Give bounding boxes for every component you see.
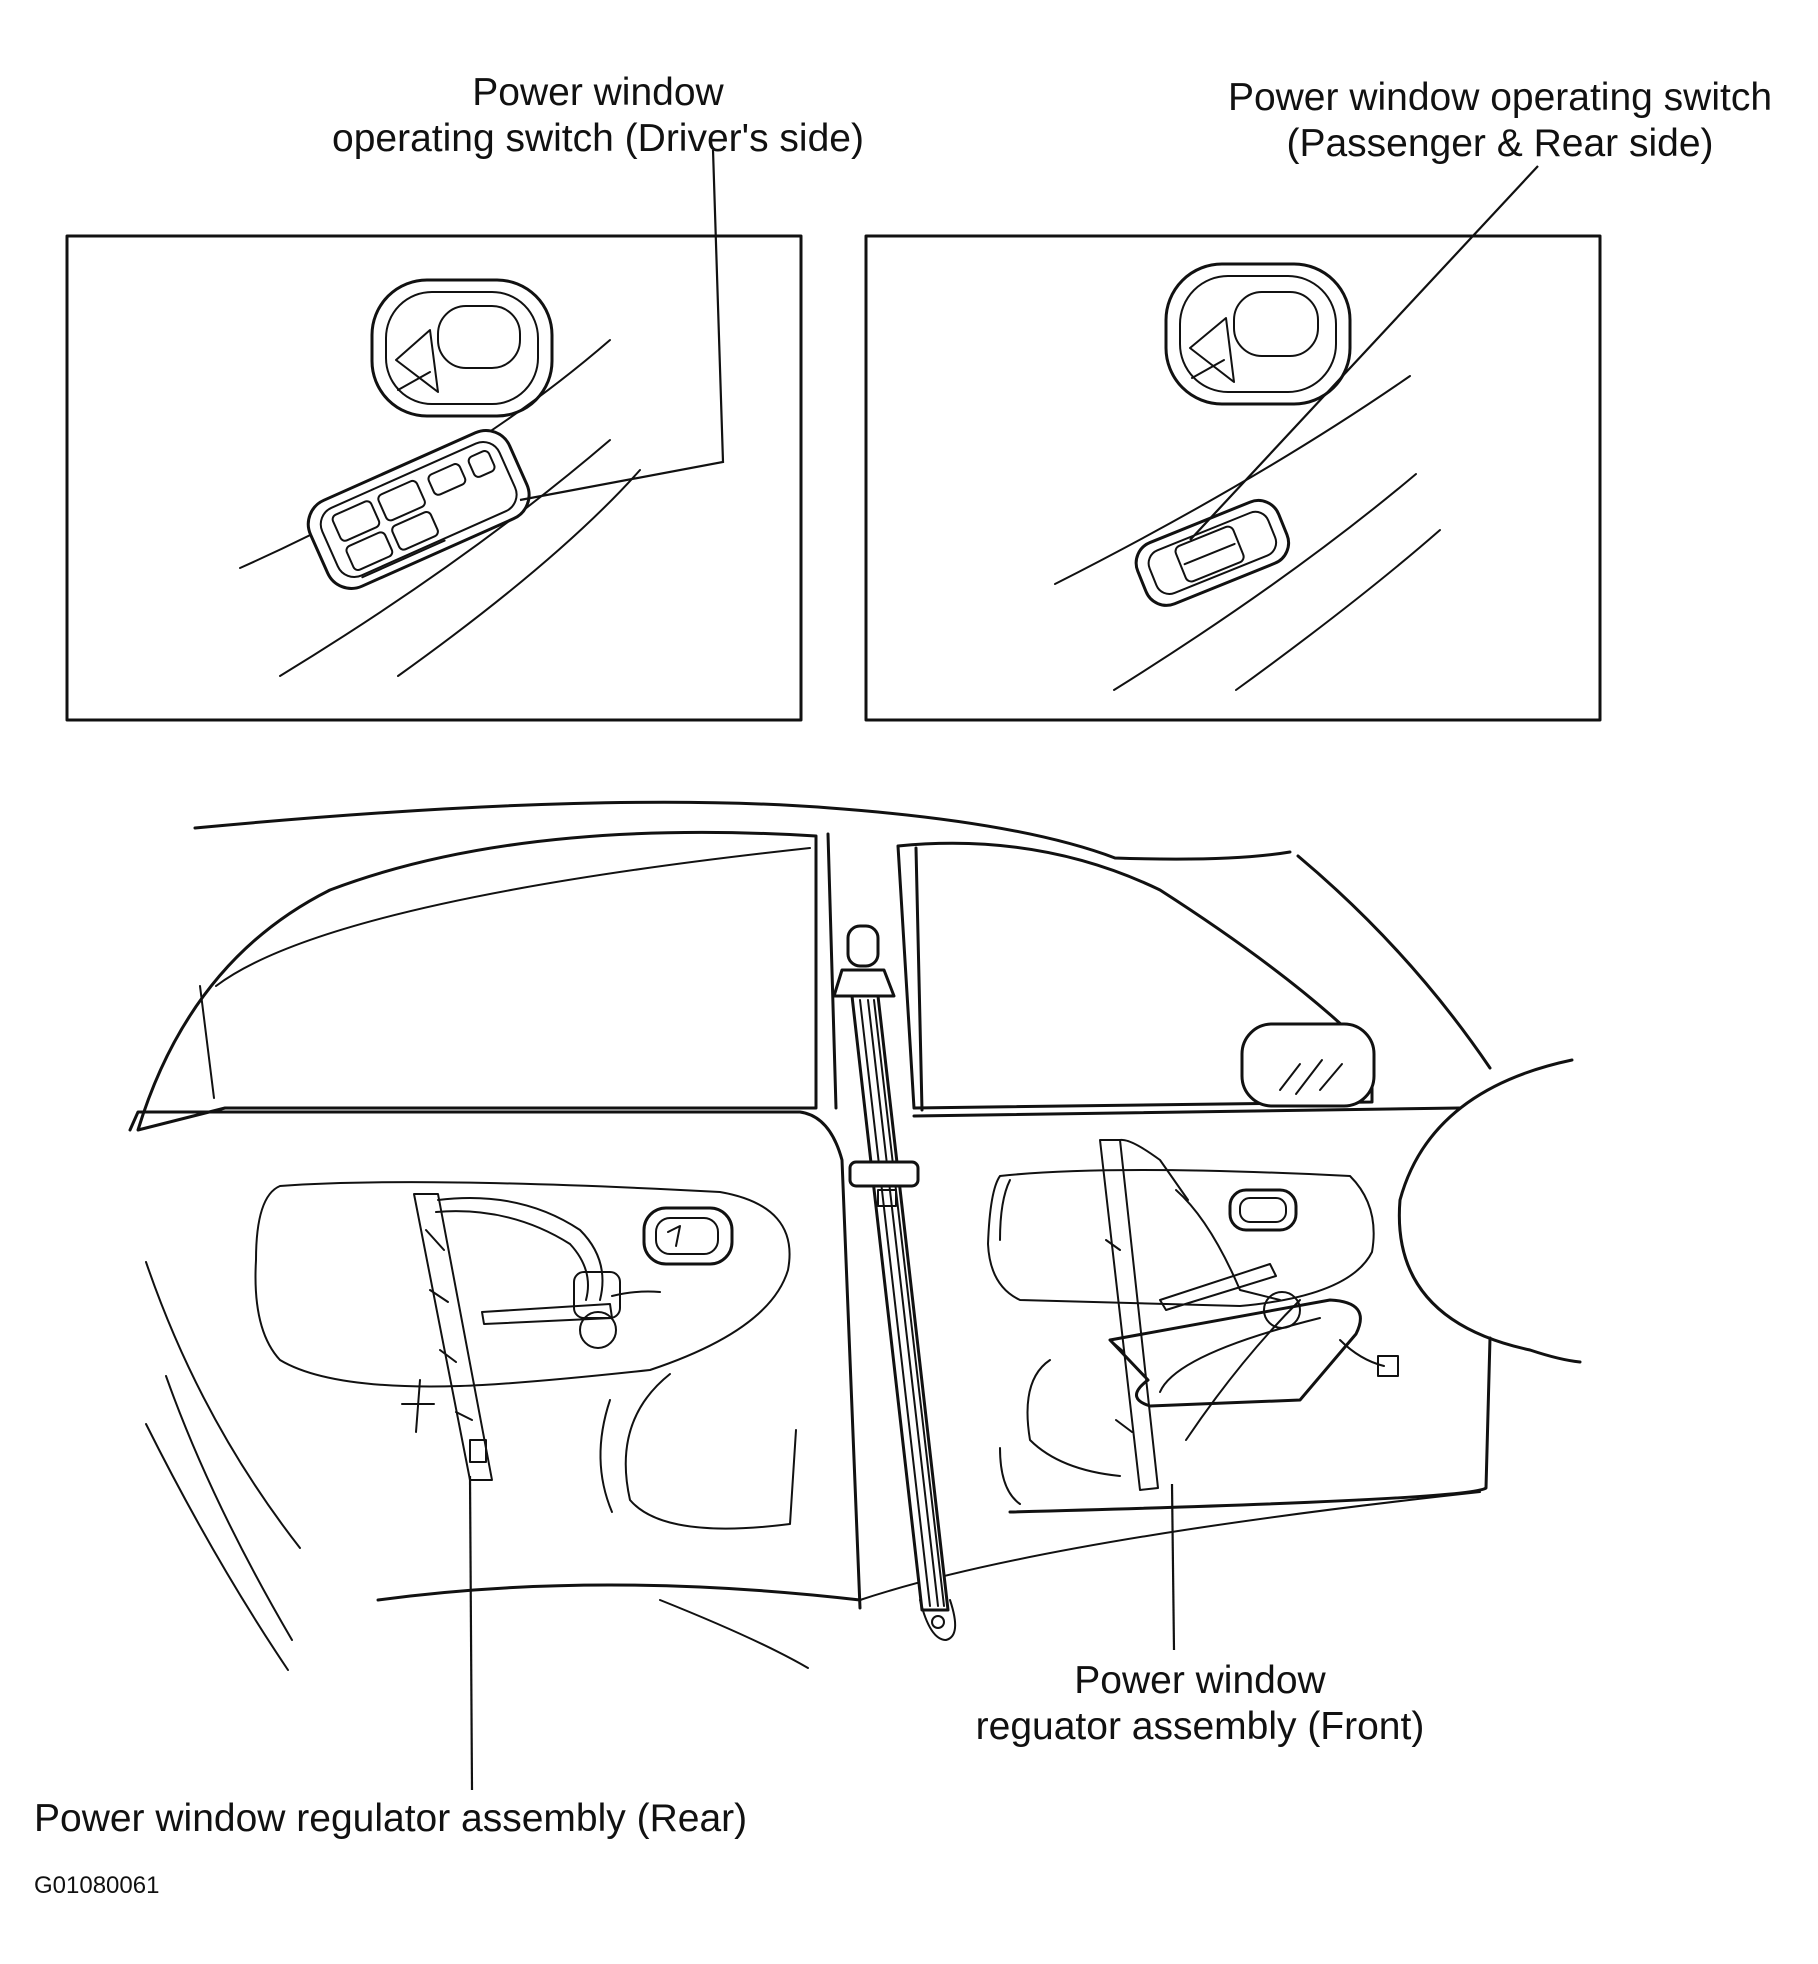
label-switch-driver-line2: operating switch (Driver's side) bbox=[332, 117, 864, 161]
front-door-handle-icon bbox=[1228, 1188, 1298, 1232]
figure-code: G01080061 bbox=[34, 1872, 160, 1899]
sill-line bbox=[859, 1491, 1481, 1601]
rear-regulator-assembly bbox=[401, 1193, 661, 1481]
door-trim-line bbox=[1113, 473, 1417, 691]
front-door-bottom bbox=[1008, 1336, 1492, 1514]
front-door-top bbox=[912, 1106, 1462, 1118]
rear-door-trim bbox=[254, 1181, 791, 1388]
door-trim-line bbox=[397, 469, 641, 677]
door-handle-icon bbox=[370, 278, 554, 418]
label-switch-passenger-line1: Power window operating switch bbox=[1227, 76, 1773, 119]
rear-door-armrest bbox=[624, 1373, 797, 1530]
label-switch-driver: Power window operating switch (Driver's … bbox=[318, 70, 878, 162]
inset-frame-right bbox=[864, 234, 1602, 722]
side-mirror-icon bbox=[1240, 1022, 1376, 1108]
leader-driver-switch bbox=[519, 149, 725, 502]
label-regulator-front-line1: Power window bbox=[1074, 1659, 1326, 1702]
rear-door-handle-icon bbox=[642, 1206, 734, 1266]
vehicle-side-view bbox=[128, 800, 1582, 1791]
leader-rear-regulator bbox=[468, 1475, 474, 1791]
b-pillar bbox=[914, 846, 924, 1112]
passenger-switch-panel bbox=[1134, 498, 1291, 607]
rear-window-inner bbox=[199, 985, 215, 1099]
rear-quarter-line bbox=[145, 1423, 289, 1671]
inset-frame-left bbox=[65, 234, 803, 722]
rear-window-inner bbox=[215, 847, 811, 987]
a-pillar bbox=[1296, 854, 1492, 1070]
inset-passenger-side bbox=[864, 165, 1602, 722]
rear-door-outline bbox=[128, 1110, 862, 1610]
label-switch-passenger-line2: (Passenger & Rear side) bbox=[1286, 122, 1714, 166]
label-regulator-front: Power window reguator assembly (Front) bbox=[940, 1658, 1460, 1750]
door-trim-line bbox=[1235, 529, 1441, 691]
rear-seat-line bbox=[659, 1599, 809, 1669]
front-door-armrest bbox=[1026, 1359, 1121, 1477]
label-regulator-rear: Power window regulator assembly (Rear) bbox=[34, 1797, 748, 1840]
steering-wheel bbox=[1397, 1058, 1582, 1364]
rear-seat-line bbox=[376, 1583, 862, 1602]
label-switch-driver-line1: Power window bbox=[472, 71, 724, 114]
front-door-armrest bbox=[999, 1447, 1021, 1505]
door-trim-line bbox=[279, 439, 611, 677]
rear-window bbox=[136, 830, 818, 1132]
rear-door-armrest bbox=[599, 1399, 613, 1513]
leader-passenger-switch bbox=[1189, 165, 1539, 541]
leader-front-regulator bbox=[1170, 1483, 1176, 1651]
label-regulator-front-line2: reguator assembly (Front) bbox=[975, 1705, 1425, 1749]
inset-driver-side bbox=[65, 149, 803, 722]
label-switch-passenger: Power window operating switch (Passenger… bbox=[1200, 75, 1800, 167]
b-pillar bbox=[826, 832, 838, 1110]
front-regulator-assembly bbox=[1099, 1138, 1399, 1491]
roof-line bbox=[193, 800, 1292, 861]
seat-belt bbox=[832, 924, 957, 1641]
rear-quarter-line bbox=[165, 1375, 293, 1641]
door-handle-icon bbox=[1164, 262, 1352, 406]
front-door-armrest bbox=[999, 1179, 1011, 1241]
rear-quarter-line bbox=[145, 1261, 301, 1549]
driver-switch-panel bbox=[306, 429, 531, 590]
